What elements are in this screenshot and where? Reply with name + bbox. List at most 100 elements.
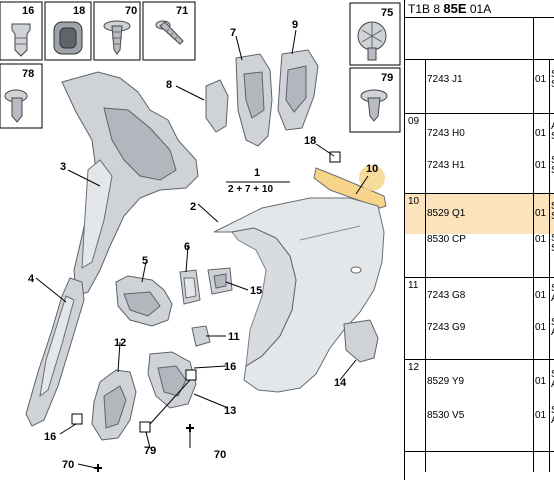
callout-16-mid: 16 [224, 361, 236, 373]
callout-3: 3 [60, 161, 66, 173]
header-prefix: T1B 8 [408, 2, 441, 16]
table-row[interactable]: 7243 G8 01 SA [405, 278, 554, 318]
icon-box-18[interactable]: 18 [44, 1, 92, 61]
callout-5: 5 [142, 255, 148, 267]
screw-washer-icon [103, 20, 131, 55]
plug-rivet-icon [360, 89, 388, 122]
table-row-highlighted[interactable]: 10 8529 Q1 01 SS [405, 194, 554, 234]
description: SA [551, 284, 554, 304]
assembly-formula: 2 + 7 + 10 [228, 184, 273, 195]
part-11-clip[interactable] [191, 325, 211, 347]
cross-marker-70-a [186, 424, 194, 432]
svg-text:75: 75 [381, 7, 393, 19]
part-number: 7243 J1 [427, 74, 463, 85]
icon-box-78[interactable]: 78 [0, 63, 43, 129]
table-row[interactable]: 7243 G9 01 SA [405, 318, 554, 360]
table-footer-row [405, 452, 554, 472]
callout-15: 15 [250, 285, 262, 297]
quantity: 01 [535, 208, 547, 219]
part-number: 8530 V5 [427, 410, 465, 421]
part-number: 7243 G8 [427, 290, 466, 301]
table-row[interactable]: 7243 H0 01 AS [405, 114, 554, 154]
table-group: 09 7243 H0 01 AS 7243 H1 01 SS [405, 114, 554, 194]
svg-text:70: 70 [125, 5, 137, 17]
description: AS [551, 122, 554, 142]
svg-text:16: 16 [22, 5, 34, 17]
icon-box-71[interactable]: 71 [142, 1, 196, 61]
part-12-wheel-arch-liner[interactable] [91, 369, 137, 441]
icon-box-70[interactable]: 70 [93, 1, 141, 61]
table-group: 12 8529 Y9 01 SA 8530 V5 01 SA [405, 360, 554, 452]
quantity: 01 [535, 74, 547, 85]
part-8-bracket[interactable] [205, 79, 229, 133]
callout-12: 12 [114, 337, 126, 349]
callout-18: 18 [304, 135, 316, 147]
part-5-bracket[interactable] [115, 275, 173, 327]
description: SA [551, 318, 554, 338]
table-row[interactable]: 8530 CP 01 SS [405, 234, 554, 278]
callout-13: 13 [224, 405, 236, 417]
header-suffix: 01A [469, 2, 492, 16]
quantity: 01 [535, 160, 547, 171]
callout-labels: 3 4 8 7 9 1 2 + 7 + 10 2 5 6 15 11 12 16… [28, 19, 378, 471]
callout-7: 7 [230, 27, 236, 39]
quantity: 01 [535, 128, 547, 139]
part-number: 7243 G9 [427, 322, 466, 333]
quantity: 01 [535, 410, 547, 421]
part-10-trim-strip[interactable] [313, 165, 387, 209]
ref-box-18 [329, 151, 341, 163]
quantity: 01 [535, 234, 547, 245]
table-header: T1B 8 85E 01A [405, 0, 554, 18]
svg-text:18: 18 [73, 5, 85, 17]
description: SS [551, 234, 554, 254]
description: SS [551, 156, 554, 176]
callout-6: 6 [184, 241, 190, 253]
ref-box-16-mid [185, 369, 197, 381]
description: SS [551, 70, 554, 90]
table-row[interactable]: 7243 H1 01 SS [405, 154, 554, 194]
callout-8: 8 [166, 79, 172, 91]
callout-11: 11 [228, 331, 240, 343]
exploded-parts-diagram: 16 18 70 71 78 [0, 1, 401, 472]
icon-box-16[interactable]: 16 [0, 1, 43, 61]
part-9-inner-panel[interactable] [277, 49, 319, 131]
svg-text:78: 78 [22, 68, 34, 80]
callout-4: 4 [28, 273, 35, 285]
table-group: 11 7243 G8 01 SA 7243 G9 01 SA [405, 278, 554, 360]
callout-16-low: 16 [44, 431, 56, 443]
callout-2: 2 [190, 201, 196, 213]
grommet-icon [53, 21, 83, 55]
part-6-clip-bracket[interactable] [179, 269, 201, 305]
part-number: 8530 CP [427, 234, 466, 245]
clip-fastener-icon [11, 23, 31, 57]
callout-1: 1 [254, 167, 260, 179]
screw-icon [155, 20, 184, 45]
quantity: 01 [535, 376, 547, 387]
table-column-header [405, 18, 554, 60]
part-3-quarter-inner-structure[interactable] [61, 71, 199, 297]
svg-text:79: 79 [381, 72, 393, 84]
ref-box-16-low [71, 413, 83, 425]
leader-lines [35, 29, 369, 469]
icon-box-79[interactable]: 79 [349, 67, 401, 133]
part-14-mud-flap[interactable] [343, 319, 379, 363]
callout-9: 9 [292, 19, 298, 31]
part-15-fuel-flap-housing[interactable] [207, 267, 233, 295]
description: SA [551, 370, 554, 390]
icon-box-75[interactable]: 75 [349, 2, 401, 66]
table-row[interactable]: 8530 V5 01 SA [405, 406, 554, 452]
table-row[interactable]: 7243 J1 01 SS [405, 60, 554, 114]
part-4-pillar-trim[interactable] [25, 277, 85, 427]
part-7-inner-panel[interactable] [235, 53, 273, 147]
callout-70-left: 70 [62, 459, 74, 471]
part-13-lower-bracket[interactable] [147, 351, 197, 409]
callout-79: 79 [144, 445, 156, 457]
part-2-rear-quarter-panel[interactable] [213, 197, 385, 393]
description: SS [551, 202, 554, 222]
push-rivet-icon [4, 89, 28, 123]
table-row[interactable]: 8529 Y9 01 SA [405, 360, 554, 406]
part-number: 8529 Y9 [427, 376, 465, 387]
parts-table: T1B 8 85E 01A 7243 J1 01 SS 09 7243 H0 0… [404, 0, 554, 480]
header-ref: 85E [443, 1, 467, 16]
table-group: 7243 J1 01 SS [405, 60, 554, 114]
